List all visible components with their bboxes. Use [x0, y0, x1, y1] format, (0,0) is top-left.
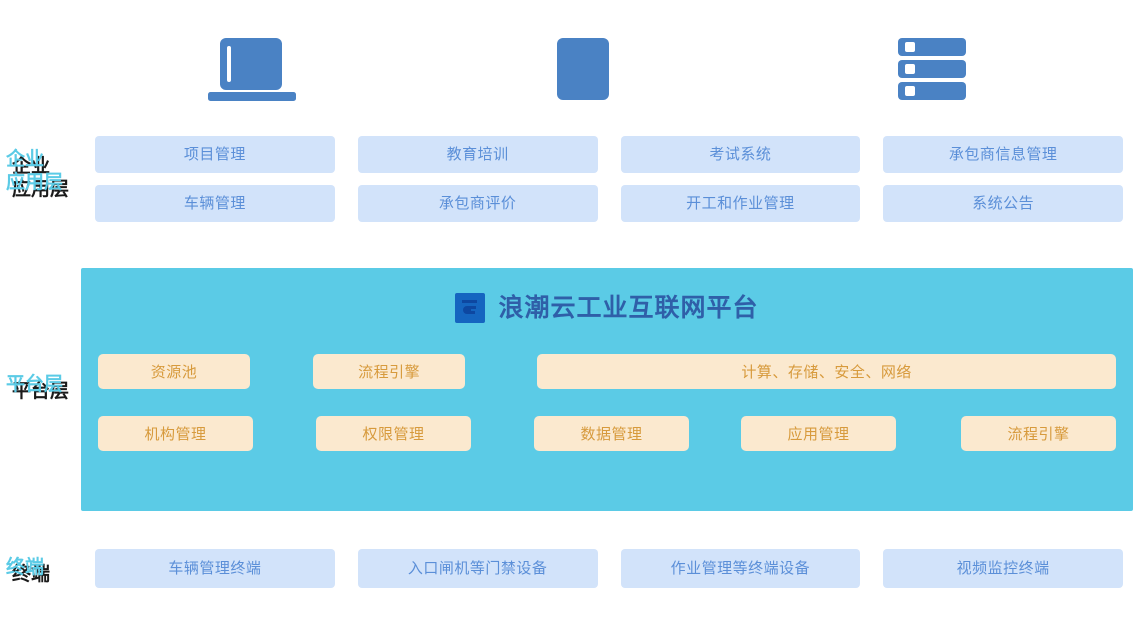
app-card[interactable]: 车辆管理 [95, 185, 335, 222]
app-card[interactable]: 项目管理 [95, 136, 335, 173]
platform-layer-panel: 浪潮云工业互联网平台 资源池 流程引擎 计算、存储、安全、网络 机构管理 权限管… [81, 268, 1133, 511]
laptop-icon [208, 38, 296, 101]
cloud-glyph-icon [462, 300, 478, 314]
platform-card[interactable]: 计算、存储、安全、网络 [537, 354, 1117, 389]
server-rack-icon-slot [852, 18, 1012, 104]
terminal-layer-grid: 车辆管理终端 入口闸机等门禁设备 作业管理等终端设备 视频监控终端 [95, 549, 1123, 588]
app-card[interactable]: 开工和作业管理 [620, 185, 861, 222]
app-card[interactable]: 教育培训 [357, 136, 598, 173]
terminal-card[interactable]: 车辆管理终端 [95, 549, 335, 588]
platform-card[interactable]: 应用管理 [741, 416, 896, 451]
app-card[interactable]: 承包商评价 [357, 185, 598, 222]
platform-row-2: 机构管理 权限管理 数据管理 应用管理 流程引擎 [98, 416, 1116, 451]
tablet-icon-slot [503, 18, 663, 104]
inspur-cloud-logo-icon [455, 293, 486, 323]
platform-card[interactable]: 流程引擎 [961, 416, 1116, 451]
app-card[interactable]: 考试系统 [620, 136, 861, 173]
platform-card[interactable]: 机构管理 [98, 416, 253, 451]
laptop-icon-slot [172, 18, 332, 104]
platform-card[interactable]: 资源池 [98, 354, 251, 389]
terminal-card[interactable]: 作业管理等终端设备 [620, 549, 861, 588]
layer-label-terminal: 终端 [6, 556, 80, 586]
layer-label-application: 企业 应用层 [6, 148, 80, 201]
layer-label-platform: 平台层 [6, 373, 80, 403]
terminal-card[interactable]: 入口闸机等门禁设备 [357, 549, 598, 588]
platform-row-1: 资源池 流程引擎 计算、存储、安全、网络 [98, 354, 1117, 389]
platform-card[interactable]: 权限管理 [316, 416, 471, 451]
terminal-card[interactable]: 视频监控终端 [883, 549, 1123, 588]
server-rack-icon [898, 38, 966, 100]
platform-title: 浪潮云工业互联网平台 [498, 293, 759, 322]
app-card[interactable]: 承包商信息管理 [883, 136, 1123, 173]
platform-card[interactable]: 数据管理 [534, 416, 689, 451]
app-card[interactable]: 系统公告 [883, 185, 1123, 222]
platform-card[interactable]: 流程引擎 [313, 354, 466, 389]
platform-title-row: 浪潮云工业互联网平台 [81, 293, 1133, 323]
device-icon-row [0, 0, 1140, 118]
tablet-icon [557, 38, 609, 100]
application-layer-grid: 项目管理 教育培训 考试系统 承包商信息管理 车辆管理 承包商评价 开工和作业管… [95, 136, 1123, 222]
